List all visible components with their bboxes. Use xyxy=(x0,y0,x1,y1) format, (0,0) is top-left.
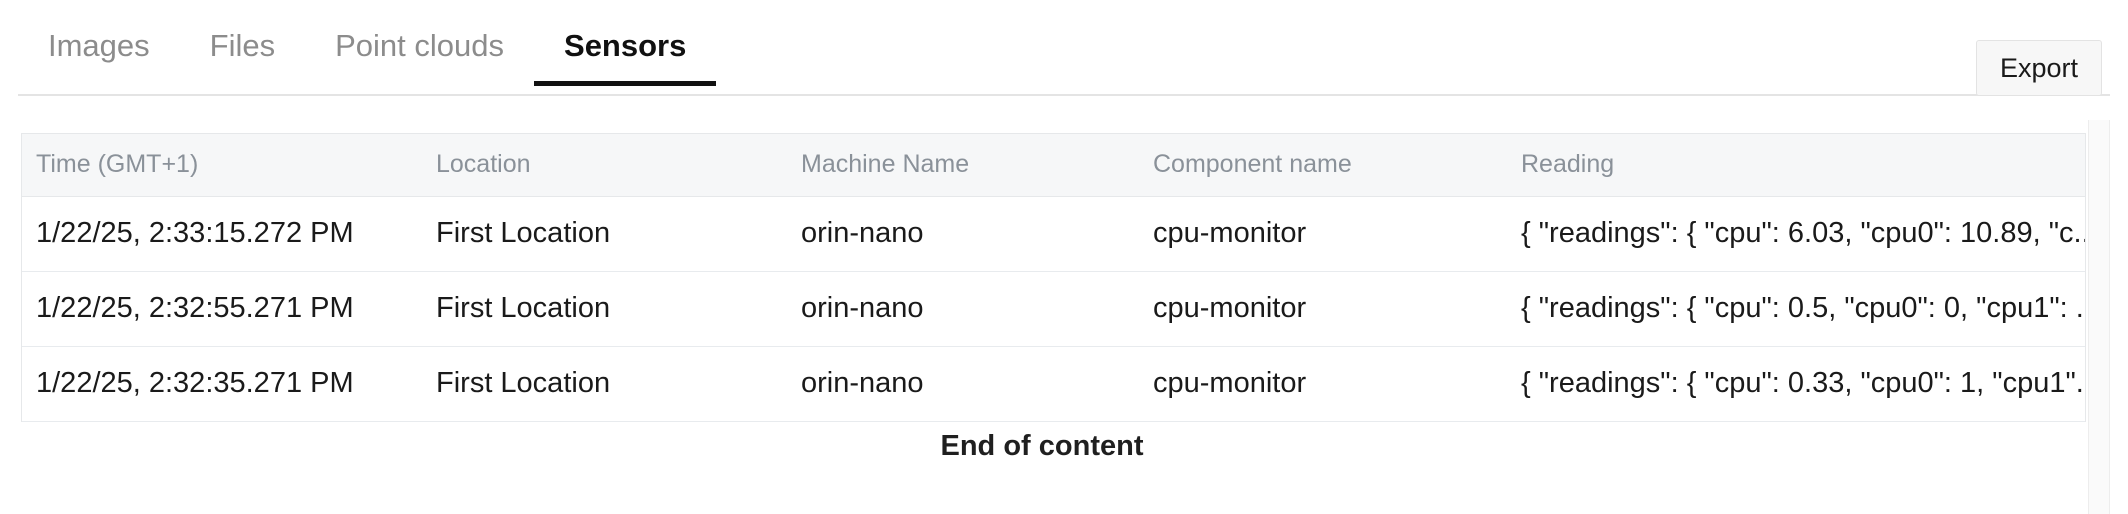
column-header-component-name[interactable]: Component name xyxy=(1153,150,1352,179)
table-row[interactable]: 1/22/25, 2:33:15.272 PM First Location o… xyxy=(22,196,2086,271)
cell-time: 1/22/25, 2:32:55.271 PM xyxy=(36,292,354,324)
cell-machine-name: orin-nano xyxy=(801,217,924,249)
cell-location: First Location xyxy=(436,367,611,399)
sensors-table-container: Time (GMT+1) Location Machine Name Compo… xyxy=(21,133,2086,422)
column-header-reading[interactable]: Reading xyxy=(1521,150,1615,179)
cell-time: 1/22/25, 2:33:15.272 PM xyxy=(36,217,354,249)
cell-location: First Location xyxy=(436,292,611,324)
cell-machine-name: orin-nano xyxy=(801,367,924,399)
table-row[interactable]: 1/22/25, 2:32:35.271 PM First Location o… xyxy=(22,346,2086,421)
cell-location: First Location xyxy=(436,217,611,249)
cell-time: 1/22/25, 2:32:35.271 PM xyxy=(36,367,354,399)
tab-strip: Images Files Point clouds Sensors xyxy=(18,12,717,94)
column-header-time[interactable]: Time (GMT+1) xyxy=(36,150,199,179)
tab-files[interactable]: Files xyxy=(180,12,305,84)
column-header-machine-name[interactable]: Machine Name xyxy=(801,150,970,179)
tab-sensors[interactable]: Sensors xyxy=(534,12,717,86)
export-button[interactable]: Export xyxy=(1976,40,2102,96)
cell-reading: { "readings": { "cpu": 0.33, "cpu0": 1, … xyxy=(1521,367,2086,399)
tab-images[interactable]: Images xyxy=(18,12,180,84)
cell-reading: { "readings": { "cpu": 6.03, "cpu0": 10.… xyxy=(1521,217,2086,249)
table-row[interactable]: 1/22/25, 2:32:55.271 PM First Location o… xyxy=(22,271,2086,346)
table-head: Time (GMT+1) Location Machine Name Compo… xyxy=(22,134,2085,196)
sensors-table: Time (GMT+1) Location Machine Name Compo… xyxy=(22,134,2086,422)
cell-component-name: cpu-monitor xyxy=(1153,292,1307,324)
vertical-scrollbar[interactable] xyxy=(2088,120,2110,514)
tab-point-clouds[interactable]: Point clouds xyxy=(305,12,534,84)
cell-component-name: cpu-monitor xyxy=(1153,217,1307,249)
column-header-location[interactable]: Location xyxy=(436,150,531,179)
cell-component-name: cpu-monitor xyxy=(1153,367,1307,399)
top-bar: Images Files Point clouds Sensors Export xyxy=(0,0,2128,100)
end-of-content-label: End of content xyxy=(940,430,1144,462)
table-body: 1/22/25, 2:33:15.272 PM First Location o… xyxy=(22,196,2086,421)
cell-machine-name: orin-nano xyxy=(801,292,924,324)
cell-reading: { "readings": { "cpu": 0.5, "cpu0": 0, "… xyxy=(1521,292,2086,324)
table-header-row: Time (GMT+1) Location Machine Name Compo… xyxy=(22,134,2085,196)
tab-strip-divider xyxy=(18,94,2110,96)
